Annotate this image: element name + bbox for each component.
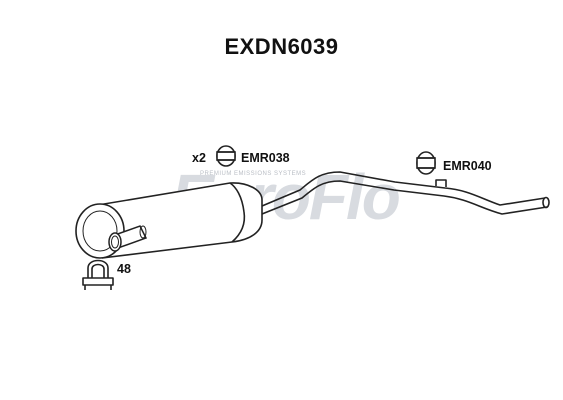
rubber-mount-icon bbox=[416, 151, 436, 175]
part-number-title: EXDN6039 bbox=[224, 34, 339, 59]
watermark-tagline: PREMIUM EMISSIONS SYSTEMS bbox=[200, 171, 307, 177]
clamp-size-label: 48 bbox=[117, 262, 131, 276]
u-bolt-clamp-icon bbox=[82, 259, 114, 290]
inlet-pipe bbox=[108, 225, 148, 252]
mount-quantity: x2 bbox=[192, 151, 206, 165]
silencer-box bbox=[75, 182, 263, 259]
tailpipe bbox=[261, 171, 550, 215]
rubber-mount-icon bbox=[216, 145, 236, 167]
mount-code-emr038: EMR038 bbox=[241, 151, 290, 165]
mount-code-emr040: EMR040 bbox=[443, 159, 492, 173]
